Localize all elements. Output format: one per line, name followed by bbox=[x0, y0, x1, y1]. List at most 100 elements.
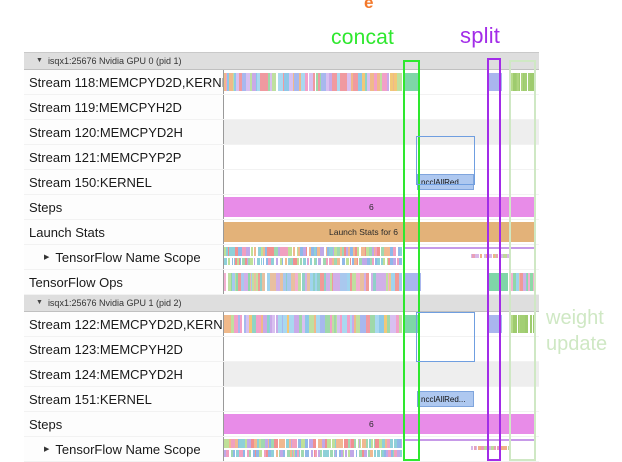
timeline-row-label[interactable]: Stream 118:MEMCPYD2D,KERNEL,ME bbox=[24, 70, 224, 94]
timeline-lane[interactable]: Launch Stats for 6 bbox=[224, 220, 539, 244]
timeline-block bbox=[394, 450, 397, 457]
timeline-block bbox=[332, 315, 334, 333]
timeline-block bbox=[476, 446, 477, 450]
timeline-row-label[interactable]: Stream 150:KERNEL bbox=[24, 170, 224, 194]
timeline-block bbox=[291, 439, 292, 448]
timeline-block bbox=[332, 258, 334, 265]
timeline-row[interactable]: Stream 151:KERNEL ncclAllRed... bbox=[24, 387, 539, 412]
timeline-lane[interactable]: ncclAllRed... bbox=[224, 170, 539, 194]
timeline-lane[interactable] bbox=[224, 337, 539, 361]
timeline-block bbox=[336, 450, 337, 457]
timeline-row-label[interactable]: Stream 121:MEMCPYP2P bbox=[24, 145, 224, 169]
timeline-row[interactable]: Steps 6 bbox=[24, 412, 539, 437]
timeline-block bbox=[305, 450, 308, 457]
timeline-block bbox=[350, 450, 352, 457]
group-header-gpu0[interactable]: ▼isqx1:25676 Nvidia GPU 0 (pid 1) bbox=[24, 53, 539, 70]
timeline-lane[interactable]: 6 bbox=[224, 195, 539, 219]
timeline-lane[interactable] bbox=[224, 95, 539, 119]
timeline-row-label[interactable]: Stream 120:MEMCPYD2H bbox=[24, 120, 224, 144]
timeline-row[interactable]: Stream 123:MEMCPYH2D bbox=[24, 337, 539, 362]
nccl-allreduce-block[interactable]: ncclAllRed... bbox=[417, 391, 474, 407]
timeline-row-label[interactable]: ▶TensorFlow Name Scope bbox=[24, 245, 224, 269]
timeline-block bbox=[353, 73, 358, 91]
chevron-down-icon[interactable]: ▼ bbox=[36, 56, 43, 64]
timeline-block bbox=[274, 247, 278, 256]
timeline-block bbox=[337, 258, 340, 265]
timeline-block bbox=[397, 258, 399, 265]
timeline-lane[interactable] bbox=[224, 145, 539, 169]
timeline-block bbox=[242, 73, 246, 91]
timeline-block bbox=[329, 247, 333, 256]
timeline-row-label[interactable]: Stream 124:MEMCPYD2H bbox=[24, 362, 224, 386]
chevron-right-icon[interactable]: ▶ bbox=[44, 446, 50, 453]
timeline-lane[interactable]: 6 bbox=[224, 412, 539, 436]
timeline-block bbox=[388, 273, 389, 291]
group-header-gpu1[interactable]: ▼isqx1:25676 Nvidia GPU 1 (pid 2) bbox=[24, 295, 539, 312]
timeline-block bbox=[224, 315, 228, 333]
steps-bar[interactable] bbox=[224, 414, 536, 434]
timeline-lane[interactable]: ncclAllRed... bbox=[224, 387, 539, 411]
timeline-row-label[interactable]: Launch Stats bbox=[24, 220, 224, 244]
timeline-lane[interactable] bbox=[224, 120, 539, 144]
timeline-block bbox=[309, 439, 313, 448]
timeline-block bbox=[232, 273, 235, 291]
timeline-block bbox=[315, 450, 317, 457]
nccl-allreduce-block[interactable]: ncclAllRed... bbox=[417, 174, 474, 190]
timeline-block-concat bbox=[403, 73, 420, 91]
timeline-lane[interactable] bbox=[224, 312, 539, 336]
timeline-row[interactable]: Stream 122:MEMCPYD2D,KERNEL,MI bbox=[24, 312, 539, 337]
timeline-lane[interactable] bbox=[224, 437, 539, 461]
timeline-block bbox=[279, 439, 282, 448]
timeline-block bbox=[384, 315, 387, 333]
timeline-row[interactable]: Stream 150:KERNEL ncclAllRed... bbox=[24, 170, 539, 195]
timeline-row-label[interactable]: Stream 122:MEMCPYD2D,KERNEL,MI bbox=[24, 312, 224, 336]
timeline-block bbox=[379, 439, 382, 448]
timeline-block bbox=[234, 258, 235, 265]
timeline-lane[interactable] bbox=[224, 245, 539, 269]
timeline-block bbox=[477, 254, 479, 258]
timeline-block bbox=[314, 247, 316, 256]
timeline-row[interactable]: Stream 120:MEMCPYD2H bbox=[24, 120, 539, 145]
timeline-block bbox=[246, 247, 250, 256]
timeline-row[interactable]: Stream 124:MEMCPYD2H bbox=[24, 362, 539, 387]
timeline-row-label[interactable]: Stream 119:MEMCPYH2D bbox=[24, 95, 224, 119]
timeline-block bbox=[471, 446, 473, 450]
timeline-block bbox=[390, 258, 393, 265]
timeline-block bbox=[317, 273, 320, 291]
steps-bar[interactable] bbox=[224, 197, 536, 217]
chevron-right-icon[interactable]: ▶ bbox=[44, 254, 50, 261]
timeline-lane[interactable] bbox=[224, 70, 539, 94]
timeline-row[interactable]: Stream 121:MEMCPYP2P bbox=[24, 145, 539, 170]
timeline-lane[interactable] bbox=[224, 362, 539, 386]
timeline-row-label[interactable]: ▶TensorFlow Name Scope bbox=[24, 437, 224, 461]
timeline-row[interactable]: TensorFlow Ops bbox=[24, 270, 539, 295]
timeline-row-label[interactable]: Steps bbox=[24, 412, 224, 436]
timeline-row[interactable]: Stream 119:MEMCPYH2D bbox=[24, 95, 539, 120]
timeline-row[interactable]: Stream 118:MEMCPYD2D,KERNEL,ME bbox=[24, 70, 539, 95]
timeline-block bbox=[383, 258, 385, 265]
timeline-block bbox=[300, 247, 303, 256]
timeline-row-label[interactable]: Stream 151:KERNEL bbox=[24, 387, 224, 411]
timeline-row[interactable]: ▶TensorFlow Name Scope bbox=[24, 437, 539, 462]
chevron-down-icon[interactable]: ▼ bbox=[36, 298, 43, 306]
timeline-block bbox=[309, 315, 314, 333]
timeline-block bbox=[303, 315, 305, 333]
trace-viewer-panel[interactable]: ▼isqx1:25676 Nvidia GPU 0 (pid 1)Stream … bbox=[24, 52, 539, 462]
steps-bar-label: 6 bbox=[369, 419, 374, 429]
timeline-block bbox=[347, 315, 350, 333]
timeline-lane[interactable] bbox=[224, 270, 539, 294]
timeline-block bbox=[299, 73, 301, 91]
timeline-block bbox=[269, 439, 271, 448]
timeline-row[interactable]: Steps 6 bbox=[24, 195, 539, 220]
timeline-block bbox=[387, 258, 388, 265]
timeline-row-label[interactable]: Stream 123:MEMCPYH2D bbox=[24, 337, 224, 361]
timeline-block bbox=[377, 258, 380, 265]
timeline-block bbox=[283, 450, 285, 457]
launch-stats-bar[interactable] bbox=[224, 222, 536, 242]
timeline-row-label-text: Steps bbox=[29, 199, 63, 215]
timeline-row-label[interactable]: TensorFlow Ops bbox=[24, 270, 224, 294]
timeline-row[interactable]: ▶TensorFlow Name Scope bbox=[24, 245, 539, 270]
timeline-block bbox=[311, 247, 314, 256]
timeline-row-label[interactable]: Steps bbox=[24, 195, 224, 219]
